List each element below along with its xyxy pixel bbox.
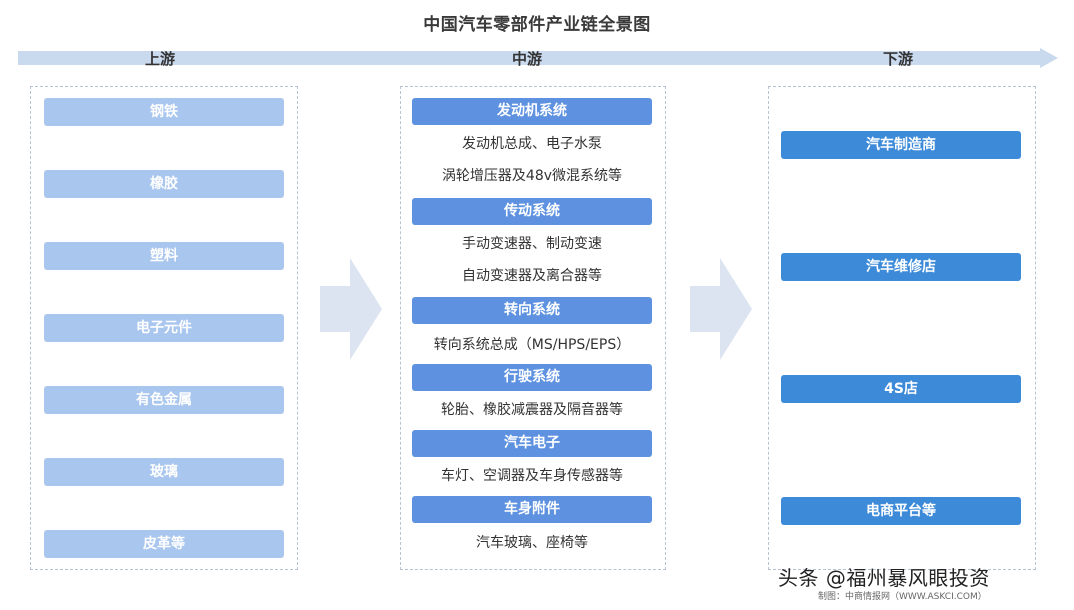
source-note: 制图：中商情报网（WWW.ASKCI.COM）	[818, 592, 987, 602]
midstream-group-head: 行驶系统	[412, 364, 652, 391]
downstream-item: 电商平台等	[781, 497, 1021, 525]
upstream-to-midstream-arrow	[320, 258, 382, 360]
upstream-item: 塑料	[44, 242, 284, 270]
midstream-group-text: 手动变速器、制动变速	[462, 236, 602, 252]
page-title: 中国汽车零部件产业链全景图	[423, 15, 651, 35]
upstream-item: 有色金属	[44, 386, 284, 414]
stage-label-downstream: 下游	[882, 50, 913, 68]
upstream-item: 皮革等	[44, 530, 284, 558]
midstream-group-text: 转向系统总成（MS/HPS/EPS）	[433, 337, 631, 353]
downstream-item: 4S店	[781, 375, 1021, 403]
downstream-item: 汽车制造商	[781, 131, 1021, 159]
upstream-item: 橡胶	[44, 170, 284, 198]
downstream-panel	[768, 86, 1036, 570]
upstream-item: 玻璃	[44, 458, 284, 486]
midstream-to-downstream-arrow	[690, 258, 752, 360]
flow-arrow-head	[1040, 48, 1058, 68]
midstream-group-text: 车灯、空调器及车身传感器等	[441, 468, 623, 484]
downstream-item: 汽车维修店	[781, 253, 1021, 281]
midstream-group-text: 汽车玻璃、座椅等	[476, 535, 588, 551]
stage-label-upstream: 上游	[144, 50, 175, 68]
upstream-panel	[30, 86, 298, 570]
flow-bar	[18, 51, 1042, 65]
midstream-group-head: 传动系统	[412, 198, 652, 225]
midstream-group-head: 车身附件	[412, 496, 652, 523]
midstream-group-head: 发动机系统	[412, 98, 652, 125]
midstream-panel	[400, 86, 666, 570]
upstream-item: 钢铁	[44, 98, 284, 126]
stage-label-midstream: 中游	[511, 50, 542, 68]
midstream-group-text: 自动变速器及离合器等	[462, 268, 602, 284]
midstream-group-head: 转向系统	[412, 297, 652, 324]
midstream-group-text: 涡轮增压器及48v微混系统等	[441, 168, 623, 184]
footer-watermark: 头条 @福州暴风眼投资	[778, 566, 990, 590]
midstream-group-text: 轮胎、橡胶减震器及隔音器等	[441, 402, 623, 418]
midstream-group-head: 汽车电子	[412, 430, 652, 457]
upstream-item: 电子元件	[44, 314, 284, 342]
midstream-group-text: 发动机总成、电子水泵	[462, 136, 602, 152]
